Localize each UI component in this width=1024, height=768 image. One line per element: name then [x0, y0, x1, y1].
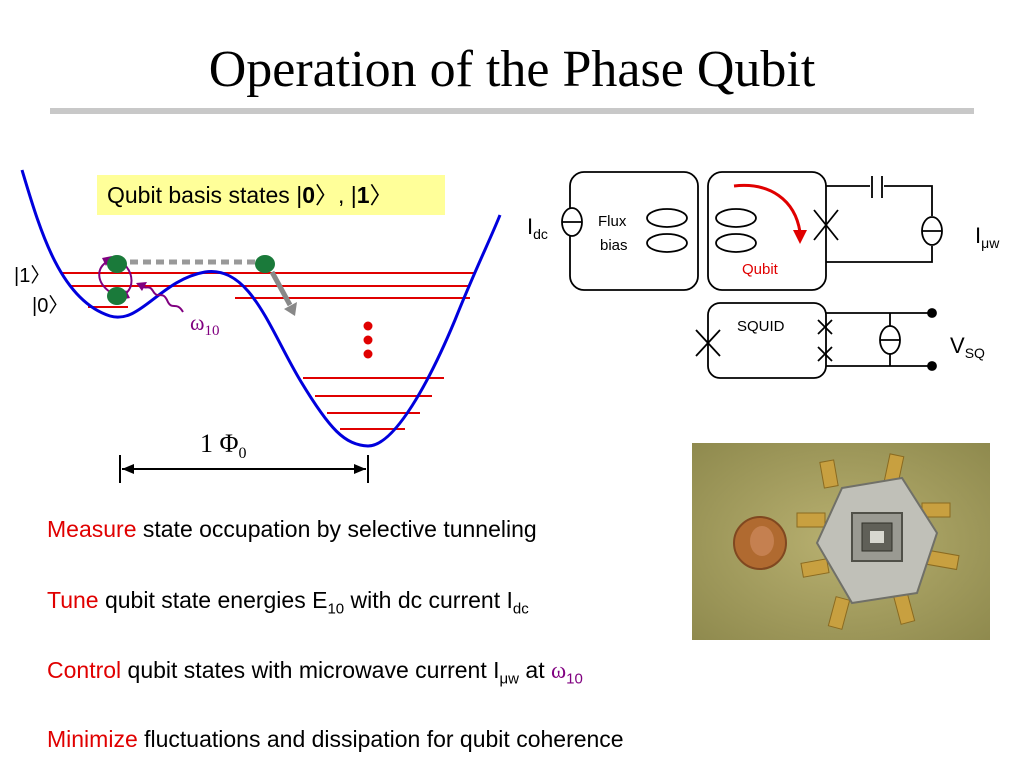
bullet-minimize: Minimize fluctuations and dissipation fo…	[47, 726, 624, 752]
qubit-box	[707, 171, 827, 291]
tunneling-arrow	[269, 270, 293, 307]
state-dot-tunneled	[255, 255, 275, 273]
bullet-measure: Measure state occupation by selective tu…	[47, 516, 537, 542]
ellipsis-dot	[363, 349, 373, 359]
terminal-dot	[927, 361, 937, 371]
bullet-tune: Tune qubit state energies E10 with dc cu…	[47, 587, 529, 618]
bullet-keyword: Tune	[47, 587, 99, 613]
title-divider	[50, 108, 974, 114]
circuit-schematic	[561, 171, 943, 379]
iuw-label: Iμw	[975, 223, 1000, 251]
omega-label: ω10	[190, 310, 219, 339]
bullet-keyword: Control	[47, 657, 122, 683]
flux-bias-label-line2: bias	[600, 237, 628, 254]
state-1-label: |1〉	[14, 265, 50, 287]
potential-well-diagram: |1〉 |0〉 ω10 1 Φ0	[14, 169, 502, 483]
device-photo-drawing	[692, 443, 990, 640]
span-arrowhead-left	[122, 464, 134, 474]
tunneling-arrowhead	[284, 302, 297, 316]
qubit-coil-bottom	[715, 233, 757, 253]
bullet-keyword: Measure	[47, 516, 137, 542]
potential-curve	[20, 169, 502, 448]
microwave-squiggle	[141, 285, 184, 313]
squid-box	[707, 302, 827, 379]
flux-coil-top	[646, 208, 688, 228]
qubit-flux-arrowhead	[793, 230, 807, 244]
qubit-flux-arrow	[733, 183, 802, 233]
ellipsis-dot	[363, 335, 373, 345]
state-dot-1	[107, 255, 127, 273]
microwave-arrowhead	[136, 282, 147, 291]
vsq-label: VSQ	[950, 333, 985, 361]
flux-bias-label-line1: Flux	[598, 213, 627, 230]
squid-label: SQUID	[737, 318, 785, 335]
state-0-label: |0〉	[32, 295, 68, 317]
qubit-coil-top	[715, 208, 757, 228]
flux-quantum-label: 1 Φ0	[200, 429, 247, 462]
flux-bias-box	[569, 171, 699, 291]
span-arrowhead-right	[354, 464, 366, 474]
bullet-control: Control qubit states with microwave curr…	[47, 657, 583, 688]
flux-coil-bottom	[646, 233, 688, 253]
device-photo	[692, 443, 990, 640]
bullet-keyword: Minimize	[47, 726, 138, 752]
state-dot-0	[107, 287, 127, 305]
basis-states-callout: Qubit basis states |0〉, |1〉	[97, 175, 445, 215]
ellipsis-dot	[363, 321, 373, 331]
idc-label: Idc	[527, 214, 548, 242]
slide-title: Operation of the Phase Qubit	[208, 41, 816, 98]
qubit-label: Qubit	[742, 261, 779, 278]
terminal-dot	[927, 308, 937, 318]
